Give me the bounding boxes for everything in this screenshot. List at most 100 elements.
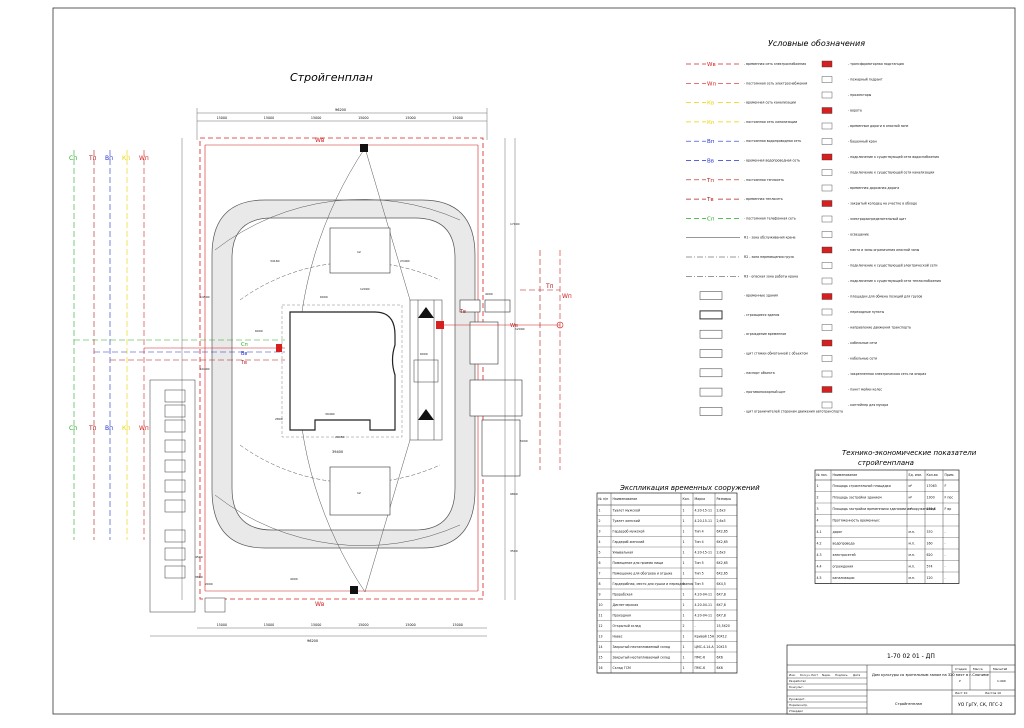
stamp-sheets: Листов 10	[985, 691, 1001, 695]
legend-right-label: - временная дорожная дорога	[848, 186, 899, 190]
explication-header: Наименование	[613, 497, 638, 501]
explication-cell: 4.20-15-11	[695, 551, 713, 555]
legend-left-label: - постоянная водопроводная сеть	[744, 139, 801, 143]
tep-cell: -	[945, 542, 946, 546]
dim-misc-label: 6000	[320, 295, 328, 299]
explication-cell: Гардероб женский	[613, 540, 645, 544]
explication-cell: Туалет женский	[612, 519, 640, 523]
building-under-construction	[289, 311, 396, 431]
legend-right-label: - ворота	[848, 109, 862, 113]
stamp-col-label: Лист	[811, 673, 818, 677]
legend-left-label: - временная сеть электроснабжения	[744, 62, 806, 66]
transformer-top	[360, 144, 368, 152]
tep-cell: 4.5	[817, 576, 822, 580]
legend-right-symbol	[821, 231, 833, 238]
explication-cell: 4.20-04-11	[695, 603, 713, 607]
right-label-tp: Тп	[545, 283, 554, 290]
dim-misc-label: 34160	[270, 259, 280, 263]
dim-top-segment: 15000	[452, 116, 463, 120]
legend-left-label: - временная теплосеть	[744, 197, 783, 201]
stamp-stage: У	[959, 679, 961, 683]
wv-tag-bottom: Wв	[315, 601, 325, 608]
explication-cell: 1	[683, 509, 685, 513]
explication-cell: 1	[683, 572, 685, 576]
tep-cell: 160	[927, 542, 933, 546]
legend-symbol-code: Кп	[707, 120, 715, 126]
tep-header: Наименование	[833, 473, 858, 477]
legend-box-symbol	[699, 407, 723, 416]
legend-right-label: - кабельные сети	[848, 341, 877, 345]
tep-cell: Протяженность временных:	[833, 519, 880, 523]
tep-cell: м²	[909, 484, 913, 488]
stamp-col-label: №док.	[822, 673, 831, 677]
stamp-role-label: Консульт.	[789, 685, 804, 689]
explication-cell: 4.20-04-11	[695, 614, 713, 618]
legend-right-symbol	[821, 262, 833, 269]
temp-building-right-4	[459, 299, 481, 313]
legend-symbol-code: Тв	[706, 197, 714, 203]
legend-symbol-bg	[706, 78, 718, 87]
explication-cell: 1	[683, 614, 685, 618]
dim-building-width: 39400	[332, 450, 343, 454]
legend-right-symbol	[821, 339, 833, 347]
legend-right-label: - подключение к существующей сети теплос…	[848, 279, 941, 283]
explication-cell: 1	[683, 603, 685, 607]
legend-right-symbol	[821, 308, 833, 316]
legend-left-label: - временная сеть канализации	[744, 101, 796, 105]
transformer-right	[436, 321, 444, 329]
stamp-code: 1-70 02 01 - ДП	[887, 653, 935, 660]
explication-cell: 6Х2,65	[717, 561, 728, 565]
tv-tag-right: Тв	[459, 309, 466, 315]
legend-right-label: - подключение к существующей электрическ…	[848, 264, 938, 268]
legend-symbol-code: Сп	[707, 216, 715, 222]
crane-zone-r3-bottom	[214, 494, 461, 546]
legend-right-symbol	[821, 293, 833, 300]
left-temp-buildings	[149, 379, 196, 613]
explication-cell: 1	[683, 635, 685, 639]
tep-cell: ограждения	[833, 565, 854, 569]
legend-right-label: - места и зоны ограничения опасной зоны	[848, 248, 920, 252]
explication-cell: 1	[683, 593, 685, 597]
dim-bottom-segment: 15000	[405, 623, 416, 627]
stamp-scale: 1:400	[997, 679, 1006, 683]
legend-symbol-bg	[706, 174, 718, 183]
sp-tag-left: Сп	[241, 342, 248, 348]
legend-left-label: - постоянная сеть канализации	[744, 120, 797, 124]
legend-left-label: R3 - опасная зона работы крана	[744, 274, 798, 278]
explication-cell: Тип 5	[694, 572, 704, 576]
top-dimensions	[196, 108, 488, 140]
legend-right-label: - трансформаторная подстанция	[848, 62, 904, 66]
legend-right-symbol	[821, 355, 833, 362]
tep-cell: 574	[927, 565, 933, 569]
stamp-col-label: Кол.уч.	[800, 673, 811, 677]
explication-cell: 6Х6	[717, 656, 723, 660]
legend-right-symbol	[821, 153, 833, 161]
tep-title-line1: Технико-экономические показатели	[842, 449, 977, 457]
tep-cell: -	[945, 530, 946, 534]
legend-right-label: - электрораспределительный щит	[848, 217, 906, 221]
explication-cell: 16	[599, 666, 603, 670]
legend-box-symbol	[699, 310, 723, 320]
explication-cell: ПМС-6	[695, 656, 706, 660]
building-offset-outline	[281, 304, 403, 438]
explication-cell: Гардероб мужской	[613, 530, 645, 534]
dim-misc-label: 23400	[400, 259, 410, 263]
explication-header: Размеры	[717, 497, 732, 501]
tep-cell: -	[945, 553, 946, 557]
legend-left-label: - постоянная телефонная сеть	[744, 216, 796, 220]
legend-right-column: - трансформаторная подстанция- пожарный …	[821, 60, 941, 409]
explication-cell: 6Х2,65	[717, 540, 728, 544]
legend-right-label: - закрепленная электрическая сеть на опо…	[848, 372, 926, 376]
tep-cell: 3	[817, 507, 819, 511]
stamp-roles: РазработалКонсульт.Руководит.Нормоконтр.…	[789, 679, 808, 713]
stamp-role-label: Нормоконтр.	[789, 703, 808, 707]
explication-cell: Закрытый неотапливаемый склад	[613, 656, 671, 660]
tep-cell: -	[945, 565, 946, 569]
legend-right-label: - закрытый колодец на участке в обходе	[848, 202, 917, 206]
dim-top-segment: 15000	[405, 116, 416, 120]
left-network-lines	[73, 150, 285, 540]
explication-cell: 1	[683, 645, 685, 649]
explication-cell: 1	[599, 509, 601, 513]
